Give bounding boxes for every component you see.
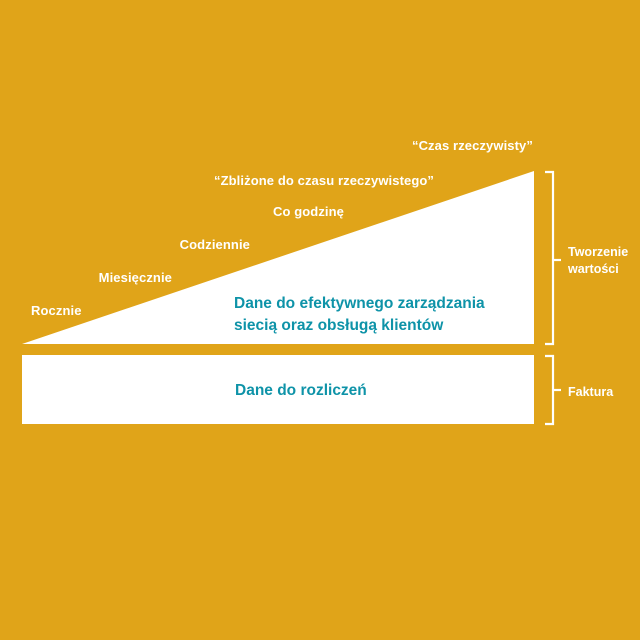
bracket-label-value-creation-line-1: Tworzenie [568, 245, 629, 259]
wedge-text-line-2: siecią oraz obsługą klientów [234, 317, 444, 334]
bracket-label-invoice: Faktura [568, 385, 614, 399]
frequency-label-real-time: “Czas rzeczywisty” [411, 138, 533, 153]
wedge-text-line-1: Dane do efektywnego zarządzania [234, 295, 485, 312]
frequency-label-daily: Codziennie [179, 237, 250, 252]
box-text-line-1: Dane do rozliczeń [235, 382, 367, 399]
frequency-label-monthly: Miesięcznie [98, 270, 172, 285]
bracket-label-value-creation-line-2: wartości [568, 262, 619, 276]
bracket-invoice [545, 354, 555, 426]
frequency-label-yearly: Rocznie [31, 303, 82, 318]
value-creation-wedge [22, 171, 534, 344]
billing-data-box [22, 355, 534, 424]
frequency-label-hourly: Co godzinę [272, 204, 344, 219]
bracket-value-creation [545, 170, 555, 346]
frequency-label-near-real-time: “Zbliżone do czasu rzeczywistego” [214, 173, 435, 188]
